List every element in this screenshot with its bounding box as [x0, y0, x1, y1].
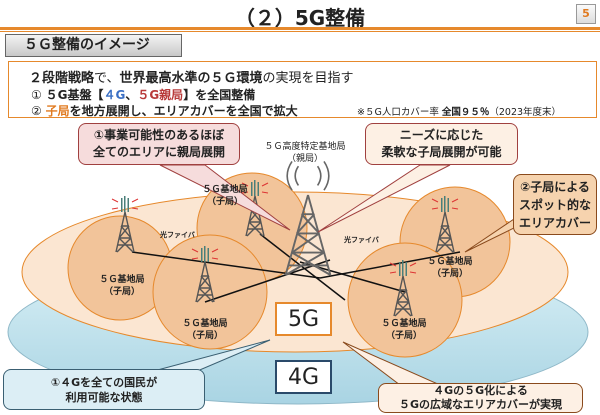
callout-pointer	[159, 164, 291, 231]
fiber-label: 光ファイバ	[344, 236, 379, 244]
text: 全てのエリアに親局展開	[92, 145, 225, 159]
text: 】を全国整備	[183, 88, 256, 102]
text: （子局）	[385, 331, 422, 341]
text: ②	[31, 104, 42, 118]
callout-spot-cover: ②子局によるスポット的なエリアカバー	[513, 174, 597, 235]
text: ２段階戦略	[29, 71, 95, 86]
text: 、	[125, 88, 138, 102]
text: ５Gの広域なエリアカバーが実現	[398, 398, 563, 411]
divider	[0, 31, 600, 32]
text: 利用可能な状態	[65, 390, 143, 404]
text: （子局）	[431, 269, 468, 279]
child-cell	[152, 234, 268, 350]
text: ５Ｇ基地局	[381, 319, 427, 329]
text: ５G親局	[137, 88, 184, 102]
parent-station-label: ５Ｇ高度特定基地局 （親局）	[260, 141, 350, 165]
text: ４Gの５G化による	[433, 384, 528, 397]
child-cell	[347, 242, 463, 358]
text: ５Ｇ基地局	[427, 257, 473, 267]
text: ②子局による	[520, 179, 590, 194]
text: ①事業可能性のあるほぼ	[93, 128, 225, 142]
text: （親局）	[286, 154, 323, 164]
divider	[0, 27, 600, 30]
text: ニーズに応じた	[399, 128, 484, 142]
text: 全国９５％	[441, 107, 490, 118]
text: 子局	[45, 104, 70, 118]
text: エリアカバー	[518, 215, 591, 230]
text: ①４Gを全ての国民が	[50, 375, 158, 389]
text: （子局）	[103, 287, 140, 297]
child-station-label: ５Ｇ基地局 （子局）	[195, 184, 255, 208]
fiber-label: 光ファイバ	[160, 231, 195, 239]
text: （子局）	[206, 197, 243, 207]
child-station-label: ５Ｇ基地局 （子局）	[175, 318, 235, 342]
child-station-label: ５Ｇ基地局 （子局）	[92, 274, 152, 298]
text: ５Ｇ高度特定基地局	[264, 142, 346, 152]
parent-tower-icon	[284, 160, 332, 276]
summary-line-2: ① ５G基盤【４G、５G親局】を全国整備	[31, 86, 255, 103]
text: を地方展開し、エリアカバーを全国で拡大	[69, 104, 298, 118]
summary-line-1: ２段階戦略で、世界最高水準の５Ｇ環境の実現を目指す	[29, 67, 354, 86]
summary-box: ２段階戦略で、世界最高水準の５Ｇ環境の実現を目指す ① ５G基盤【４G、５G親局…	[8, 61, 597, 118]
text: 世界最高水準の５Ｇ環境	[119, 71, 263, 86]
callout-pointer	[317, 164, 451, 233]
text: ５Ｇ基地局	[182, 319, 228, 329]
text: ５Ｇ基地局	[99, 275, 145, 285]
text: （子局）	[186, 331, 223, 341]
5g-layer-label: 5G	[275, 302, 332, 336]
child-station-label: ５Ｇ基地局 （子局）	[420, 256, 480, 280]
text: ※５G人口カバー率	[357, 107, 439, 118]
section-title: ５Ｇ整備のイメージ	[5, 34, 182, 57]
text: 柔軟な子局展開が可能	[381, 145, 502, 159]
text: ４G	[103, 88, 126, 102]
summary-line-3: ② 子局を地方展開し、エリアカバーを全国で拡大	[31, 102, 298, 119]
page-number: 5	[576, 4, 596, 24]
text: ５G基盤【	[45, 88, 104, 102]
4g-layer-label: 4G	[275, 360, 332, 394]
text: ①	[31, 88, 42, 102]
callout-parent-deployment: ①事業可能性のあるほぼ全てのエリアに親局展開	[78, 123, 240, 165]
text: の実現を目指す	[262, 71, 354, 86]
child-station-label: ５Ｇ基地局 （子局）	[374, 318, 434, 342]
callout-4g: ①４Gを全ての国民が利用可能な状態	[3, 369, 205, 410]
text: ５Ｇ基地局	[202, 185, 248, 195]
coverage-note: ※５G人口カバー率 全国９５％（2023年度末）	[357, 104, 561, 118]
text: スポット的な	[518, 197, 591, 212]
callout-flexible: ニーズに応じた柔軟な子局展開が可能	[365, 123, 518, 165]
text: （2023年度末）	[489, 107, 562, 118]
page-title: （２）5G整備	[234, 6, 366, 30]
text: で、	[94, 71, 120, 86]
